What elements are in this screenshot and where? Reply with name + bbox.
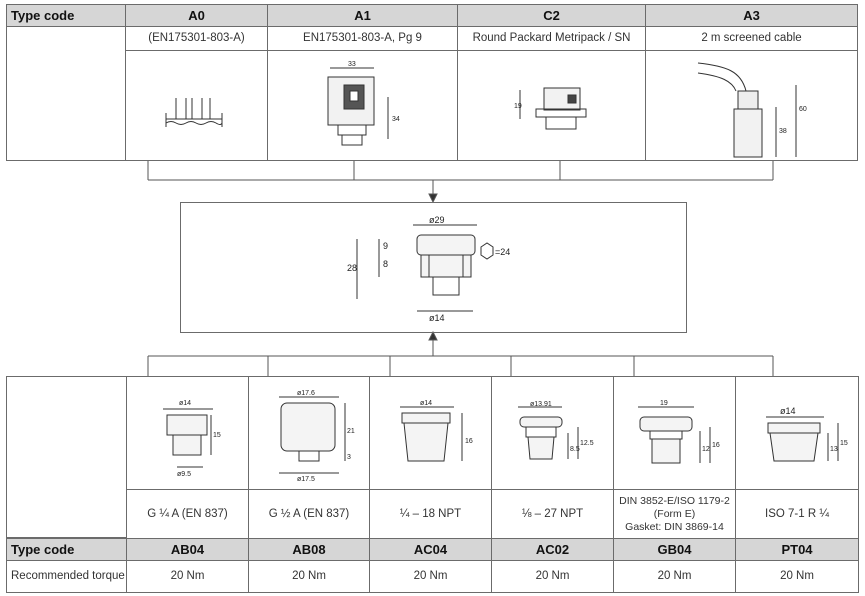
c2-height-dim: 19: [514, 103, 522, 110]
torque-ab04: 20 Nm: [126, 560, 249, 593]
ab04-dim-dia14: ø14: [179, 400, 191, 407]
a3-height-38-dim: 38: [779, 128, 787, 135]
center-hex-label: =24: [495, 247, 510, 257]
top-drawing-a3: 38 60: [645, 50, 858, 161]
bottom-type-code-header: Type code: [6, 538, 127, 561]
torque-row-label: Recommended torque: [6, 560, 127, 593]
thread-gb04-drawing: 19 12 16: [638, 400, 720, 464]
ac02-dim-8-5: 8.5: [570, 446, 580, 453]
gb04-dim-16: 16: [712, 442, 720, 449]
ac04-dim-16: 16: [465, 438, 473, 445]
pt04-dim-13: 13: [830, 446, 838, 453]
a3-height-60-dim: 60: [799, 106, 807, 113]
gb04-dim-12: 12: [702, 446, 710, 453]
center-height-total-label: 28: [347, 263, 357, 273]
center-dia-bottom-label: ø14: [429, 313, 445, 323]
connector-c2-drawing: 19: [514, 87, 587, 130]
type-code-ac02: AC02: [491, 538, 614, 561]
thread-pt04-drawing: ø14 13 15: [766, 406, 848, 462]
torque-ab08: 20 Nm: [248, 560, 370, 593]
thread-ac02-drawing: ø13.91 8.5 12.5: [518, 401, 594, 460]
ab08-dim-dia17-6: ø17.6: [297, 390, 315, 397]
ab08-dim-21: 21: [347, 428, 355, 435]
type-code-ab04: AB04: [126, 538, 249, 561]
gb04-dim-19: 19: [660, 400, 668, 407]
thread-ab08-drawing: ø17.6 21 3 ø17.5: [279, 390, 355, 483]
center-sensor-box: ø29 ø14 =24 28 9 8: [180, 202, 687, 333]
thread-ab04-drawing: ø14 15 ø9.5: [163, 400, 221, 478]
bottom-drawing-ac02: ø13.91 8.5 12.5: [491, 376, 614, 490]
ab08-dim-dia17-5: ø17.5: [297, 476, 315, 483]
pt04-dim-dia14: ø14: [780, 406, 796, 416]
pt04-dim-15: 15: [840, 440, 848, 447]
a1-width-dim: 33: [348, 61, 356, 68]
bottom-drawing-ac04: ø14 16: [369, 376, 492, 490]
torque-gb04: 20 Nm: [613, 560, 736, 593]
bottom-drawing-ab04: ø14 15 ø9.5: [126, 376, 249, 490]
ab04-dim-15: 15: [213, 432, 221, 439]
thread-label-gb04: DIN 3852-E/ISO 1179-2 (Form E) Gasket: D…: [613, 489, 736, 539]
type-code-gb04: GB04: [613, 538, 736, 561]
ac04-dim-dia14: ø14: [420, 400, 432, 407]
thread-ac04-drawing: ø14 16: [400, 400, 473, 462]
torque-ac04: 20 Nm: [369, 560, 492, 593]
ab04-dim-dia9: ø9.5: [177, 471, 191, 478]
torque-pt04: 20 Nm: [735, 560, 859, 593]
bottom-drawing-ab08: ø17.6 21 3 ø17.5: [248, 376, 370, 490]
type-code-ac04: AC04: [369, 538, 492, 561]
type-code-ab08: AB08: [248, 538, 370, 561]
thread-label-ac04: ¼ – 18 NPT: [369, 489, 492, 539]
torque-ac02: 20 Nm: [491, 560, 614, 593]
sensor-body-drawing: ø29 ø14 =24 28 9 8: [347, 215, 510, 323]
thread-label-ab08: G ½ A (EN 837): [248, 489, 370, 539]
center-height-mid-label: 8: [383, 259, 388, 269]
center-dia-top-label: ø29: [429, 215, 445, 225]
center-height-top-label: 9: [383, 241, 388, 251]
ab08-dim-3: 3: [347, 454, 351, 461]
thread-label-ac02: ⅛ – 27 NPT: [491, 489, 614, 539]
thread-label-pt04: ISO 7-1 R ¼: [735, 489, 859, 539]
bottom-empty-left-cell: [6, 376, 127, 538]
bottom-drawing-gb04: 19 12 16: [613, 376, 736, 490]
thread-label-ab04: G ¼ A (EN 837): [126, 489, 249, 539]
cable-a3-drawing: 38 60: [697, 62, 807, 158]
connector-a1-drawing: 33 34: [327, 61, 400, 146]
ac02-dim-12-5: 12.5: [580, 440, 594, 447]
type-code-pt04: PT04: [735, 538, 859, 561]
a1-height-dim: 34: [392, 116, 400, 123]
top-col-header-a1: A1: [267, 4, 458, 27]
connector-a0-drawing: [165, 98, 223, 127]
ac02-dim-dia13-91: ø13.91: [530, 401, 552, 408]
bottom-drawing-pt04: ø14 13 15: [735, 376, 859, 490]
